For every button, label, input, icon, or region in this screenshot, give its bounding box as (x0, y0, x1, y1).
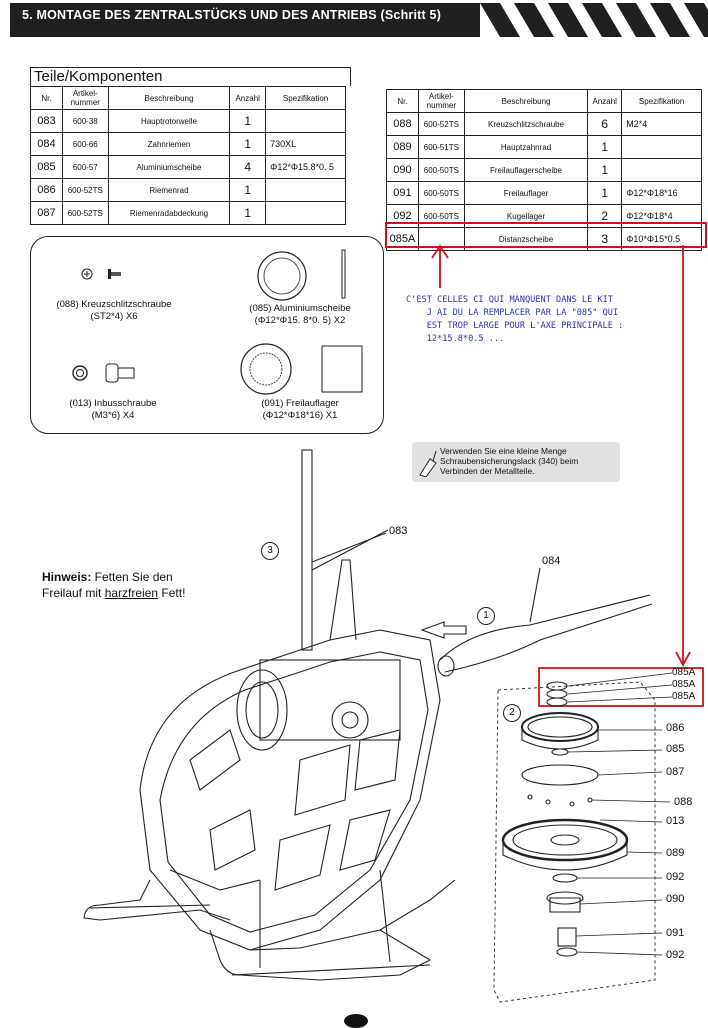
callout-092-bottom: 092 (666, 949, 685, 961)
washer-085-label: (085) Aluminiumscheibe (Φ12*Φ15. 8*0. 5)… (249, 303, 351, 326)
cell-art: 600-52TS (417, 112, 465, 136)
cell-desc: Zahnriemen (107, 132, 231, 156)
page-title: 5. MONTAGE DES ZENTRALSTÜCKS UND DES ANT… (22, 8, 442, 22)
cell-spec (621, 158, 702, 182)
warning-box (412, 442, 620, 482)
callout-092-top: 092 (666, 871, 685, 883)
bearing-091-label: (091) Freilauflager (Φ12*Φ18*16) X1 (261, 398, 339, 421)
table-header-row: Nr. Artikel- nummer Beschreibung Anzahl … (30, 86, 346, 110)
cell-desc: Hauptrotorwelle (107, 109, 231, 133)
cell-nr: 088 (386, 112, 419, 136)
cell-qty: 1 (229, 178, 267, 202)
hint-text-2: Freilauf mit (42, 586, 105, 600)
step-3-marker: 3 (261, 542, 279, 560)
handwritten-note: C'EST CELLES CI QUI MANQUENT DANS LE KIT… (406, 295, 624, 344)
header-banner (10, 3, 480, 37)
cell-qty: 1 (229, 109, 267, 133)
glue-bottle-icon (419, 450, 437, 477)
screw-088-icon (81, 268, 121, 280)
callout-089: 089 (666, 847, 685, 859)
col-desc: Beschreibung (107, 86, 231, 110)
bearing-091-icon (240, 343, 363, 395)
washer-085-icon (257, 249, 346, 301)
callout-083: 083 (389, 525, 408, 537)
callout-084: 084 (542, 555, 561, 567)
page-number-marker (344, 1014, 368, 1028)
parts-heading: Teile/Komponenten (30, 67, 351, 86)
cell-art: 600-66 (61, 132, 109, 156)
cell-spec (621, 135, 702, 159)
callout-085a-3: 085A (672, 691, 696, 702)
callout-085a-1: 085A (672, 667, 696, 678)
cell-desc: Aluminiumscheibe (107, 155, 231, 179)
grease-hint: Hinweis: Fetten Sie den Freilauf mit har… (42, 569, 242, 601)
cell-qty: 1 (587, 135, 623, 159)
header-stripes (480, 3, 708, 37)
col-art: Artikel- nummer (417, 89, 465, 113)
cell-spec (265, 201, 346, 225)
cell-art: 600-52TS (61, 201, 109, 225)
callout-013: 013 (666, 815, 685, 827)
cell-qty: 6 (587, 112, 623, 136)
cell-desc: Freilauflagerscheibe (463, 158, 589, 182)
hint-text-3: Fett! (158, 586, 186, 600)
cell-art: 600-50TS (417, 204, 465, 228)
callout-088: 088 (674, 796, 693, 808)
highlight-row-box (385, 222, 707, 248)
hint-text-1: Fetten Sie den (91, 570, 173, 584)
cell-qty: 1 (587, 158, 623, 182)
cell-qty: 1 (229, 201, 267, 225)
col-qty: Anzahl (229, 86, 267, 110)
screw-013-icon (72, 363, 135, 383)
callout-085: 085 (666, 743, 685, 755)
callout-086: 086 (666, 722, 685, 734)
parts-table-left: Nr. Artikel- nummer Beschreibung Anzahl … (30, 86, 346, 225)
cell-art: 600-57 (61, 155, 109, 179)
screw-013-label: (013) Inbusschraube (M3*6) X4 (69, 398, 157, 421)
screw-088-label: (088) Kreuzschlitzschraube (ST2*4) X6 (56, 299, 172, 322)
cell-spec: Φ12*Φ18*16 (621, 181, 702, 205)
callout-091: 091 (666, 927, 685, 939)
warning-text: Verwenden Sie eine kleine Menge Schraube… (440, 446, 579, 476)
cell-nr: 089 (386, 135, 419, 159)
cell-nr: 091 (386, 181, 419, 205)
callout-087: 087 (666, 766, 685, 778)
step-1-marker: 1 (477, 607, 495, 625)
step-2-marker: 2 (503, 704, 521, 722)
callout-085a-2: 085A (672, 679, 696, 690)
cell-nr: 087 (30, 201, 63, 225)
hint-bold: Hinweis: (42, 570, 92, 584)
cell-spec: Φ12*Φ18*4 (621, 204, 702, 228)
parts-table-right: Nr. Artikel- nummer Beschreibung Anzahl … (386, 89, 702, 251)
cell-nr: 092 (386, 204, 419, 228)
cell-qty: 1 (229, 132, 267, 156)
cell-desc: Kugellager (463, 204, 589, 228)
cell-art: 600-50TS (417, 158, 465, 182)
hint-underlined: harzfreien (104, 586, 159, 600)
cell-desc: Riemenradabdeckung (107, 201, 231, 225)
col-spec: Spezifikation (265, 86, 346, 110)
callout-090: 090 (666, 893, 685, 905)
cell-art: 600-51TS (417, 135, 465, 159)
parts-box (30, 236, 384, 434)
